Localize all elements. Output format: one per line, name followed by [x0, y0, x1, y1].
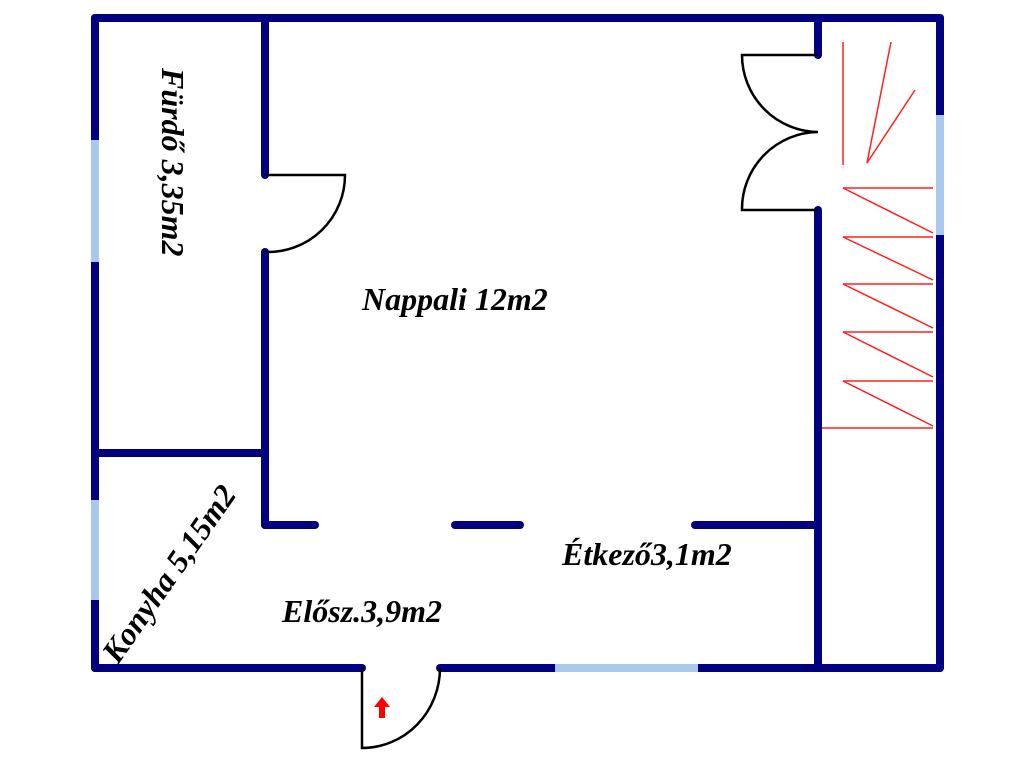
double-door: [740, 53, 819, 212]
arrow-up-icon: [374, 697, 390, 718]
room-label-dining: Étkező3,1m2: [561, 536, 732, 572]
entry-door: [360, 667, 442, 750]
room-label-hallway: Elősz.3,9m2: [281, 593, 442, 629]
room-label-living-room: Nappali 12m2: [361, 281, 548, 317]
room-label-bathroom: Fürdő 3,35m2: [155, 67, 191, 256]
bathroom-door: [264, 173, 347, 254]
room-label-kitchen: Konyha 5,15m2: [94, 478, 243, 670]
walls: [91, 14, 944, 672]
windows: [91, 115, 944, 672]
stairs: [822, 41, 934, 429]
doors: [264, 53, 819, 750]
